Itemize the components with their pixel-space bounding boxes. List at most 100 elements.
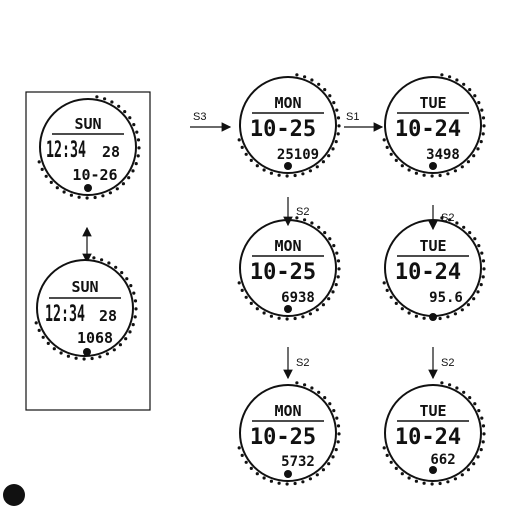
bezel-dot [128,116,131,119]
bezel-dot [454,477,457,480]
bezel-dot [415,172,418,175]
bezel-dot [123,110,126,113]
bezel-dot [461,165,464,168]
bezel-dot [47,342,50,345]
bezel-dot [256,164,259,167]
bezel-dot [386,146,389,149]
bezel-dot [250,159,253,162]
watch-tue-3: TUE 10-24 662 [383,381,486,485]
bezel-dot [309,312,312,315]
bezel-dot [482,116,485,119]
date-display: 10-24 [395,117,461,142]
bezel-dot [408,168,411,171]
bezel-dot [132,292,135,295]
bezel-dot [78,196,81,199]
bezel-dot [301,172,304,175]
mode-icon [83,348,91,356]
bezel-dot [401,164,404,167]
bezel-dot [316,165,319,168]
bezel-dot [38,329,41,332]
bezel-dot [270,480,273,483]
value-display: 1068 [77,329,113,347]
bezel-dot [42,336,45,339]
bezel-dot [114,266,117,269]
bezel-dot [323,396,326,399]
bezel-dot [263,311,266,314]
time-seconds: 28 [102,143,120,161]
bezel-dot [241,289,244,292]
bezel-dot [134,315,137,318]
watch-mon-2: MON 10-25 6938 [238,216,341,320]
day-label: MON [274,402,301,420]
bezel-dot [322,468,325,471]
arrow-s1-label: S1 [346,111,359,123]
bezel-dot [415,315,418,318]
bezel-dot [278,317,281,320]
mode-icon [284,470,292,478]
bezel-dot [327,462,330,465]
bezel-dot [278,174,281,177]
bezel-dot [238,138,241,141]
bezel-dot [335,283,338,286]
bezel-dot [294,174,297,177]
time-hours-minutes: 12:34 [45,302,85,327]
bezel-dot [383,446,386,449]
bezel-dot [331,290,334,293]
bezel-dot [337,259,340,262]
bezel-dot [473,237,476,240]
page-marker-dot [3,484,25,506]
bezel-dot [423,174,426,177]
bezel-dot [323,88,326,91]
day-label: TUE [419,237,446,255]
bezel-dot [270,172,273,175]
bezel-dot [101,194,104,197]
bezel-dot [83,357,86,360]
bezel-dot [401,307,404,310]
bezel-dot [468,396,471,399]
bezel-dot [476,455,479,458]
bezel-dot [439,174,442,177]
bezel-dot [45,175,48,178]
bezel-dot [309,169,312,172]
mode-icon [84,184,92,192]
bezel-dot [263,168,266,171]
day-label: MON [274,237,301,255]
bezel-dot [41,168,44,171]
bezel-dot [473,402,476,405]
bezel-dot [482,132,485,135]
bezel-dot [295,381,298,384]
bezel-dot [476,147,479,150]
bezel-dot [439,482,442,485]
bezel-dot [137,146,140,149]
bezel-dot [135,131,138,134]
bezel-dot [241,146,244,149]
bezel-dot [408,476,411,479]
watch-left-1: SUN 12:34 28 10-26 [38,95,141,199]
bezel-dot [480,417,483,420]
bezel-dot [331,455,334,458]
mode-icon [284,162,292,170]
watch-mon-1: MON 10-25 25109 [238,73,341,177]
bezel-dot [467,303,470,306]
bezel-dot [482,275,485,278]
bezel-dot [480,252,483,255]
bezel-dot [439,317,442,320]
bezel-dot [250,467,253,470]
bezel-dot [129,284,132,287]
bezel-dot [477,244,480,247]
bezel-dot [446,480,449,483]
value-display: 95.6 [429,290,463,306]
bezel-dot [128,330,131,333]
bezel-dot [245,296,248,299]
bezel-dot [401,472,404,475]
bezel-dot [125,277,128,280]
bezel-dot [316,473,319,476]
bezel-dot [56,186,59,189]
value-display: 25109 [277,147,319,163]
bezel-dot [316,308,319,311]
bezel-dot [132,123,135,126]
bezel-dot [256,307,259,310]
bezel-dot [440,381,443,384]
bezel-dot [60,351,63,354]
bezel-dot [332,409,335,412]
